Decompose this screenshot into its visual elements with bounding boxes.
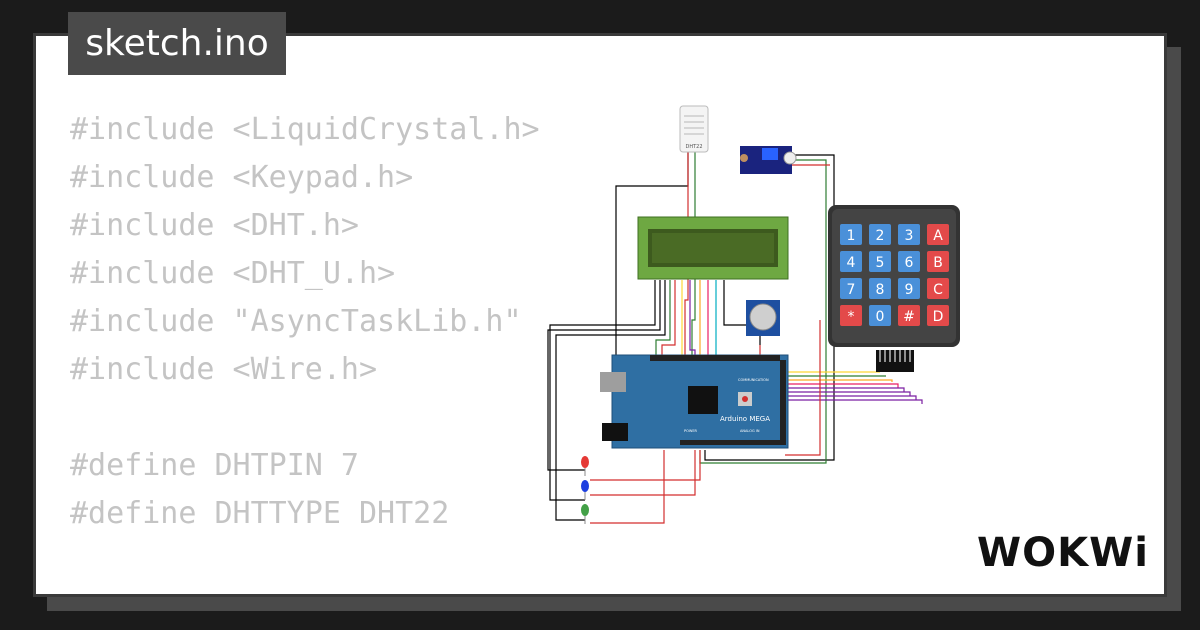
keypad-key: [898, 251, 920, 272]
keypad-key: [898, 305, 920, 326]
keypad-key-label: 8: [876, 282, 885, 298]
keypad-key-label: 0: [876, 309, 885, 325]
keypad-key: [927, 251, 949, 272]
file-title[interactable]: sketch.ino: [68, 12, 286, 75]
keypad-key: [869, 305, 891, 326]
keypad-key-label: 2: [876, 228, 885, 244]
keypad-key-label: 9: [905, 282, 914, 298]
keypad-key: [898, 278, 920, 299]
keypad-key-label: 3: [905, 228, 914, 244]
keypad-key: [927, 278, 949, 299]
code-line: #define DHTPIN 7: [70, 448, 359, 483]
keypad-key-label: D: [933, 309, 944, 325]
arduino-mega-board: Arduino MEGA COMMUNICATION ANALOG IN POW…: [600, 354, 789, 449]
code-line: DHT dht(DHTPIN, DHTTYPE);: [70, 586, 540, 594]
keypad-key: [840, 224, 862, 245]
keypad-key: [869, 224, 891, 245]
lcd-display: [637, 216, 789, 280]
keypad-key-label: 6: [905, 255, 914, 271]
svg-text:ANALOG IN: ANALOG IN: [740, 429, 760, 433]
keypad-key: [840, 305, 862, 326]
project-card[interactable]: #include <LiquidCrystal.h> #include <Keyp…: [33, 33, 1167, 597]
svg-text:COMMUNICATION: COMMUNICATION: [738, 378, 769, 382]
keypad-key-label: 1: [847, 228, 856, 244]
keypad-key: [840, 251, 862, 272]
keypad-key-label: A: [933, 228, 943, 244]
code-line: #include <DHT.h>: [70, 208, 359, 243]
keypad-key: [840, 278, 862, 299]
led-red: [581, 456, 589, 476]
keypad-key-label: *: [848, 309, 855, 325]
circuit-diagram: DHT22: [547, 105, 960, 524]
code-line: #define DHTTYPE DHT22: [70, 496, 450, 531]
keypad-key: [927, 305, 949, 326]
wokwi-logo: WOKWi: [977, 530, 1149, 576]
led-green: [581, 504, 589, 524]
code-preview: #include <LiquidCrystal.h> #include <Keyp…: [70, 106, 540, 594]
keypad-key-label: 5: [876, 255, 885, 271]
keypad-4x4: 1 2 3 A 4 5 6 B 7 8 9 C * 0 # D: [828, 205, 960, 372]
keypad-key-label: B: [933, 255, 943, 271]
code-line: #include <Keypad.h>: [70, 160, 414, 195]
dht22-sensor: DHT22: [679, 105, 709, 153]
svg-text:DHT22: DHT22: [685, 144, 702, 150]
keypad-key: [927, 224, 949, 245]
keypad-key-label: 4: [847, 255, 856, 271]
svg-text:POWER: POWER: [684, 429, 698, 433]
keypad-key-label: 7: [847, 282, 856, 298]
keypad-key: [898, 224, 920, 245]
code-line: #include <Wire.h>: [70, 352, 378, 387]
code-line: #include <LiquidCrystal.h>: [70, 112, 540, 147]
potentiometer: [746, 300, 780, 336]
led-blue: [581, 480, 589, 500]
ldr-module: [740, 146, 797, 174]
keypad-key-label: #: [903, 309, 915, 325]
keypad-key: [869, 278, 891, 299]
brand-text: WOKWi: [977, 530, 1149, 576]
svg-text:Arduino MEGA: Arduino MEGA: [720, 415, 770, 423]
keypad-key: [869, 251, 891, 272]
code-line: #include <DHT_U.h>: [70, 256, 396, 291]
code-line: #include "AsyncTaskLib.h": [70, 304, 522, 339]
keypad-key-label: C: [933, 282, 943, 298]
